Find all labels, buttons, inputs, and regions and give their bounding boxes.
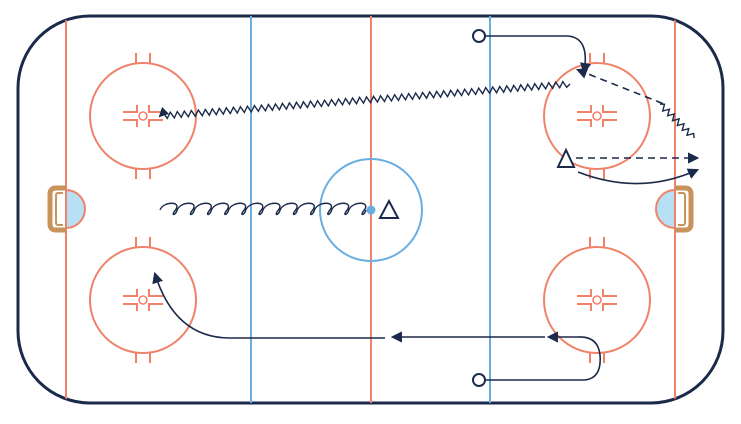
skate-path-top [486,35,592,75]
goal-crease-left [65,188,86,230]
net-left [47,185,66,233]
triangle-icon [556,147,576,168]
skate-path-arc [577,168,700,185]
faceoff-circle-bottom-left [89,237,197,363]
net-right [675,185,694,233]
skate-path-bottom-loop [486,331,602,381]
faceoff-circles [89,53,651,363]
backward-skate-path [159,202,367,216]
triangle-icon [378,198,400,219]
goal-crease-right [655,188,676,230]
skate-with-puck-path-right [659,103,695,139]
pylon-top-icon [472,29,486,43]
center-faceoff-circle [319,158,423,262]
faceoff-circle-top-right [543,53,651,179]
pylon-bottom-icon [472,373,486,387]
skate-with-puck-path-long [158,80,571,120]
skate-path-bottom-long [152,271,385,339]
pass-path-top [575,68,665,105]
faceoff-circle-bottom-right [543,237,651,363]
center-faceoff-dot [366,205,376,215]
net-left-inner [55,192,63,226]
net-right-inner [678,192,686,226]
